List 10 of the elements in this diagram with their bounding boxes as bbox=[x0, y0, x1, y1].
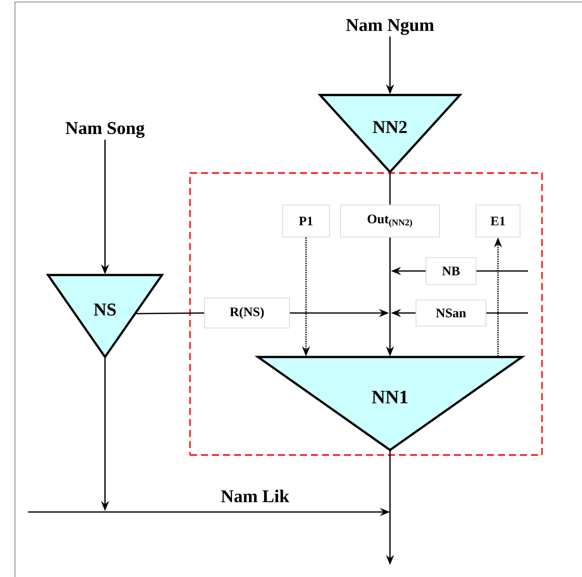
label-box: NB bbox=[426, 257, 476, 285]
river-name: Nam Song bbox=[66, 122, 145, 138]
label-box: P1 bbox=[282, 204, 330, 238]
edge-label: Nam Lik bbox=[221, 490, 290, 502]
label-box: R(NS) bbox=[204, 298, 290, 328]
label-box: NSan bbox=[416, 300, 486, 326]
label-box: Out$_{(NN2)}$ bbox=[340, 204, 440, 238]
dashed-boundary bbox=[189, 172, 543, 456]
river-name: Nam Ngum bbox=[346, 19, 434, 35]
label-box: E1 bbox=[476, 204, 520, 238]
